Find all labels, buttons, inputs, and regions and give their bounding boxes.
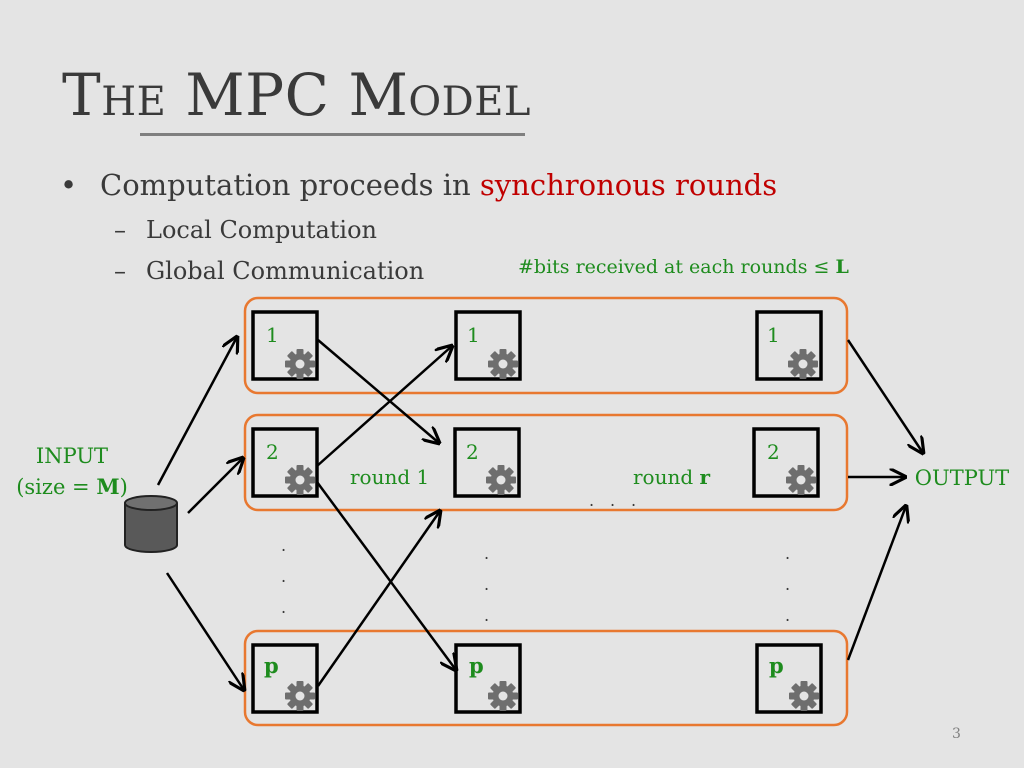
round-1-label: round 1 xyxy=(350,465,429,489)
input-size-label: (size = M) xyxy=(16,474,128,499)
bullet-highlight: synchronous rounds xyxy=(479,168,778,202)
dot: . xyxy=(484,606,489,625)
database-icon xyxy=(124,495,178,553)
machine-box xyxy=(251,310,319,381)
arrow-icon xyxy=(317,339,439,443)
title-underline xyxy=(140,133,525,136)
machine-box xyxy=(453,427,521,498)
machine-label: 1 xyxy=(767,323,780,347)
sub-item-label: Global Communication xyxy=(146,257,425,285)
machine-label: p xyxy=(769,653,784,678)
title-part-the-rest: HE xyxy=(101,79,167,125)
main-bullet: • Computation proceeds in synchronous rou… xyxy=(60,168,777,202)
output-label: OUTPUT xyxy=(915,466,1009,490)
arrow-icon xyxy=(316,346,452,467)
note-bound: L xyxy=(835,256,849,278)
machine-col2-row2 xyxy=(453,427,521,498)
title-part-model-rest: ODEL xyxy=(408,79,531,125)
dot: . xyxy=(785,575,790,594)
dot: . xyxy=(631,491,636,510)
dot: . xyxy=(589,491,594,510)
title-part-mpc: MPC xyxy=(185,61,330,129)
machine-label: 2 xyxy=(266,440,279,464)
arrow-icon xyxy=(846,506,906,661)
machine-box xyxy=(454,310,522,381)
machine-box xyxy=(755,310,823,381)
dot: . xyxy=(281,567,286,586)
group-outline-row-1 xyxy=(243,296,849,395)
input-arrows xyxy=(156,337,244,690)
sub-item-label: Local Computation xyxy=(146,216,378,244)
ellipsis-dots: . . . . . . . . . . . . xyxy=(281,491,790,625)
bullet-symbol: • xyxy=(60,168,78,202)
machine-label: p xyxy=(469,653,484,678)
page-number: 3 xyxy=(952,726,961,742)
arrow-icon xyxy=(187,458,243,514)
machine-label: 1 xyxy=(467,323,480,347)
machine-label: 1 xyxy=(266,323,279,347)
bullet-text: Computation proceeds in xyxy=(100,168,480,202)
sub-dash: – xyxy=(114,216,126,244)
sub-dash: – xyxy=(114,257,126,285)
machine-label: p xyxy=(264,653,279,678)
title-part-the-initial: T xyxy=(62,61,102,129)
dot: . xyxy=(281,598,286,617)
machine-box xyxy=(755,643,823,714)
machine-col1-rowp xyxy=(251,643,319,714)
bandwidth-note: #bits received at each rounds ≤ L xyxy=(518,256,849,278)
round-1-arrows xyxy=(315,339,456,687)
machine-col3-row2 xyxy=(752,427,820,498)
input-label: INPUT xyxy=(36,444,108,468)
machine-box xyxy=(251,427,319,498)
arrow-icon xyxy=(846,339,923,453)
machine-label: 2 xyxy=(466,440,479,464)
machine-box xyxy=(752,427,820,498)
dot: . xyxy=(484,575,489,594)
machine-col1-row2 xyxy=(251,427,319,498)
round-r-label: round r xyxy=(633,465,711,489)
machine-col1-row1 xyxy=(251,310,319,381)
arrow-icon xyxy=(156,337,237,486)
machine-col3-rowp xyxy=(755,643,823,714)
dot: . xyxy=(785,544,790,563)
slide-title: THE MPC MODEL xyxy=(62,66,531,124)
machine-col2-rowp xyxy=(454,643,522,714)
dot: . xyxy=(610,491,615,510)
machine-box xyxy=(251,643,319,714)
machine-label: 2 xyxy=(767,440,780,464)
machine-col2-row1 xyxy=(454,310,522,381)
sub-item-local: –Local Computation xyxy=(114,216,377,244)
title-part-model-initial: M xyxy=(348,61,409,129)
machine-box xyxy=(454,643,522,714)
arrow-icon xyxy=(316,511,440,687)
dot: . xyxy=(484,544,489,563)
arrow-icon xyxy=(165,572,244,690)
note-text: #bits received at each rounds ≤ xyxy=(518,256,836,278)
dot: . xyxy=(785,606,790,625)
dot: . xyxy=(281,536,286,555)
arrow-icon xyxy=(315,481,456,670)
sub-item-global: –Global Communication xyxy=(114,257,424,285)
output-arrows xyxy=(846,339,923,661)
machine-col3-row1 xyxy=(755,310,823,381)
